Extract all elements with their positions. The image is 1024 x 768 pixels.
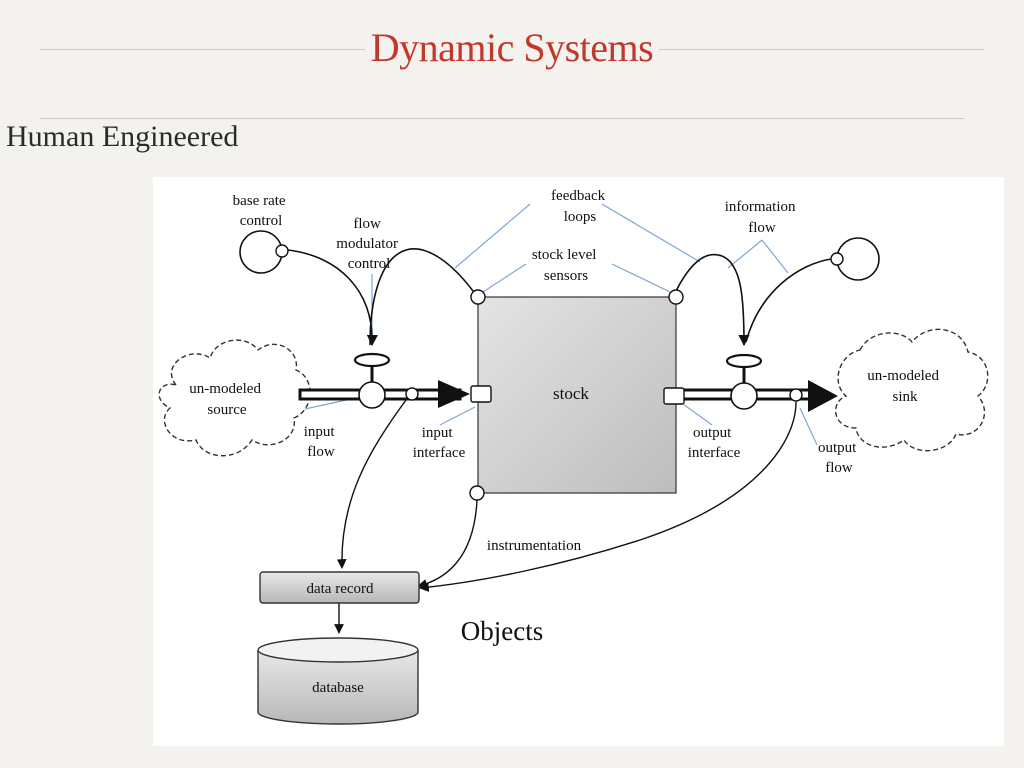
information-node xyxy=(830,252,844,266)
label-objects: Objects xyxy=(461,616,543,646)
input-interface-port xyxy=(470,385,492,403)
label-input-interface: input interface xyxy=(413,425,466,461)
instrumentation-node xyxy=(469,485,485,501)
output-valve xyxy=(725,353,763,410)
source-cloud xyxy=(158,339,311,457)
system-diagram: base rate control flow modulator control… xyxy=(153,177,1004,746)
base-rate-node xyxy=(275,244,289,258)
instrumentation-lines xyxy=(334,399,797,634)
label-data-record: data record xyxy=(306,581,374,597)
data-record-box xyxy=(259,571,420,604)
label-flow-modulator-control: flow modulator control xyxy=(336,216,401,272)
label-database: database xyxy=(312,680,364,696)
output-interface-port xyxy=(663,387,685,405)
label-output-flow: output flow xyxy=(818,440,860,476)
subtitle-rule xyxy=(40,118,964,119)
input-sensor-node xyxy=(405,387,419,401)
label-base-rate-control: base rate control xyxy=(233,193,290,229)
stock-sensor-right xyxy=(668,289,684,305)
output-sensor-node xyxy=(789,388,803,402)
label-stock: stock xyxy=(553,384,589,403)
label-output-interface: output interface xyxy=(688,425,741,461)
slide-title: Dynamic Systems xyxy=(0,24,1024,71)
label-input-flow: input flow xyxy=(304,424,339,460)
label-source: un-modeled source xyxy=(189,381,264,418)
control-arcs xyxy=(287,248,832,347)
input-valve xyxy=(353,352,391,409)
database-cylinder xyxy=(257,637,419,725)
output-flow-pipe xyxy=(678,380,838,412)
label-instrumentation: instrumentation xyxy=(487,538,582,554)
label-information-flow: information flow xyxy=(725,199,800,236)
label-feedback-loops: feedback loops xyxy=(551,188,609,225)
slide-subtitle: Human Engineered xyxy=(6,120,239,153)
label-sink: un-modeled sink xyxy=(867,368,942,405)
label-stock-level-sensors: stock level sensors xyxy=(532,247,600,284)
stock-sensor-left xyxy=(470,289,486,305)
sink-cloud xyxy=(834,328,989,452)
stock-box xyxy=(477,296,677,494)
